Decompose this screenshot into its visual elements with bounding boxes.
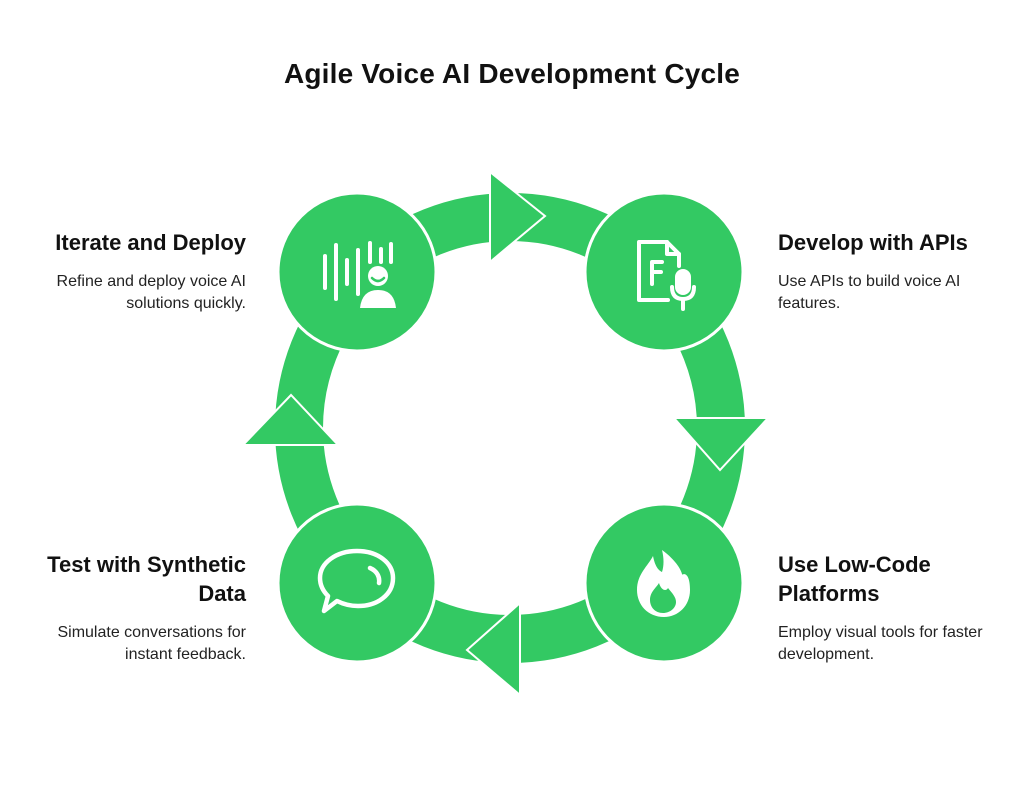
step-iterate-title: Iterate and Deploy xyxy=(55,230,246,255)
arrow-head-bottom xyxy=(465,600,521,698)
step-lowcode-title: Use Low-Code Platforms xyxy=(778,552,931,606)
chat-bubble-icon xyxy=(317,548,396,614)
arrow-head-right xyxy=(671,417,771,472)
file-microphone-icon xyxy=(637,240,696,311)
arrow-head-left xyxy=(240,393,341,446)
voice-avatar-icon xyxy=(323,241,396,308)
step-iterate: Iterate and Deploy Refine and deploy voi… xyxy=(6,228,246,315)
page-title: Agile Voice AI Development Cycle xyxy=(283,58,741,89)
step-develop: Develop with APIs Use APIs to build voic… xyxy=(778,228,1018,315)
node-test xyxy=(276,502,438,664)
step-develop-description: Use APIs to build voice AI features. xyxy=(778,273,961,312)
node-develop xyxy=(583,191,745,353)
step-test: Test with Synthetic Data Simulate conver… xyxy=(6,550,246,666)
arrow-head-top xyxy=(489,169,547,265)
step-test-description: Simulate conversations for instant feedb… xyxy=(57,624,246,663)
step-lowcode: Use Low-Code Platforms Employ visual too… xyxy=(778,550,1018,666)
flame-icon xyxy=(637,550,690,617)
step-iterate-description: Refine and deploy voice AI solutions qui… xyxy=(56,273,246,312)
step-test-title: Test with Synthetic Data xyxy=(47,552,246,606)
step-develop-title: Develop with APIs xyxy=(778,230,968,255)
step-lowcode-description: Employ visual tools for faster developme… xyxy=(778,624,983,663)
